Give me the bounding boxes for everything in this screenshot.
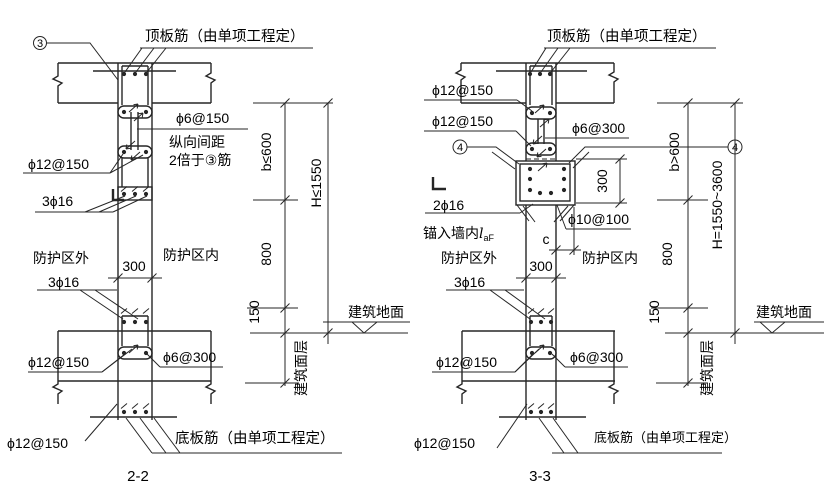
dim-H: H≤1550	[308, 158, 324, 207]
corner-bars-lower-label: 3ϕ16	[48, 274, 79, 290]
wall-tie-label: ϕ6@150	[176, 110, 229, 126]
leader-lines	[23, 42, 342, 454]
section-3-3-dimensions: b>600 H=1550~3600 800 150 建筑面层 建筑地面	[646, 98, 824, 396]
slab-tie-label: ϕ6@300	[570, 349, 623, 365]
break-mark	[607, 331, 620, 404]
bottom-slab-bars	[117, 308, 153, 415]
wall-stirrups	[111, 71, 153, 202]
slab-vertical-bar-label: ϕ12@150	[28, 354, 89, 370]
bottom-slab-label: 底板筋（由单项工程定）	[175, 429, 335, 447]
bottom-vertical-bar-label: ϕ12@150	[414, 435, 475, 451]
leader-lines	[424, 47, 728, 454]
level-triangle-icon	[758, 321, 787, 334]
flange-width-dim	[549, 207, 581, 255]
spacing-note-line2: 2倍于③筋	[169, 152, 231, 168]
bottom-vertical-bar-label: ϕ12@150	[7, 435, 68, 451]
wall-tie-label: ϕ6@300	[572, 120, 625, 136]
bottom-slab-label: 底板筋（由单项工程定）	[594, 430, 737, 445]
break-mark	[204, 63, 217, 103]
dim-800: 800	[659, 242, 675, 266]
wall-width-dim	[516, 273, 566, 283]
ref-bubble-3: 3	[33, 36, 47, 50]
top-slab	[51, 62, 217, 104]
finish-layer-label: 建筑面层	[699, 340, 715, 396]
section-caption: 2-2	[127, 468, 149, 485]
zone-inside-label: 防护区内	[163, 247, 219, 263]
wall-width-value: 300	[529, 258, 553, 274]
top-slab-label: 顶板筋（由单项工程定）	[547, 27, 707, 45]
column-tie-label: ϕ10@100	[568, 211, 629, 227]
level-triangle-icon	[350, 321, 379, 334]
ref3-leader	[46, 42, 119, 81]
bent-bar-symbol	[431, 177, 446, 191]
break-mark	[204, 331, 217, 404]
section-2-2-dimensions: b≤600 H≤1550 800 150 建筑面层 建筑地面	[245, 98, 410, 396]
ref4-left-leader	[467, 146, 520, 165]
bottom-slab-bars	[525, 308, 557, 415]
corner-bars-upper-label: 3ϕ16	[42, 193, 73, 209]
dim-H: H=1550~3600	[709, 160, 725, 249]
wall-vertical-bar-label: ϕ12@150	[28, 156, 89, 172]
wall	[117, 63, 153, 420]
dim-150: 150	[246, 300, 262, 324]
finish-layer-label: 建筑面层	[293, 340, 309, 396]
ground-level-symbol	[323, 321, 410, 334]
ref4-right-leader	[568, 146, 728, 164]
ref-bubble-3-number: 3	[37, 38, 43, 50]
corner-bars-label: 3ϕ16	[454, 274, 485, 290]
wall-stirrups	[525, 71, 557, 160]
section-caption: 3-3	[529, 468, 551, 485]
break-mark	[51, 331, 64, 404]
section-2-2: 3 顶板筋（由单项工程定） ϕ6@150 纵向间距 2倍于③筋 ϕ12@150 …	[7, 27, 342, 485]
zone-outside-label: 防护区外	[33, 250, 89, 266]
slab-tie-label: ϕ6@300	[163, 349, 216, 365]
corner-bar-mark	[111, 189, 124, 202]
zone-outside-label: 防护区外	[441, 250, 497, 266]
bottom-slab	[455, 315, 620, 418]
wall-width-dim	[108, 273, 162, 283]
ground-surface-label: 建筑地面	[348, 304, 404, 320]
bottom-slab	[51, 315, 217, 418]
buttress-column	[431, 160, 576, 223]
wall	[525, 63, 557, 420]
break-mark	[51, 63, 64, 103]
ref-bubble-4-number: 4	[457, 142, 463, 154]
dim-b: b≤600	[258, 132, 274, 171]
break-mark	[454, 63, 467, 103]
ground-surface-label: 建筑地面	[756, 304, 812, 320]
dim-800: 800	[258, 242, 274, 266]
dim-150: 150	[646, 300, 662, 324]
anchor-note: 锚入墙内laF	[423, 225, 494, 243]
break-mark	[607, 63, 620, 103]
wall-width-value: 300	[122, 258, 146, 274]
slab-vertical-bar-label: ϕ12@150	[436, 354, 497, 370]
added-bars-label: 2ϕ16	[433, 197, 464, 213]
top-slab	[454, 62, 620, 104]
column-height-dim	[576, 154, 627, 208]
wall-vertical-bar2-label: ϕ12@150	[432, 113, 493, 129]
zone-inside-label: 防护区内	[582, 250, 638, 266]
ground-level-symbol	[754, 321, 824, 334]
dim-b: b>600	[666, 132, 682, 172]
flange-width-value: c	[543, 231, 550, 247]
wall-vertical-bar1-label: ϕ12@150	[432, 82, 493, 98]
ref-bubble-4-left: 4	[452, 139, 468, 155]
break-mark	[455, 331, 468, 404]
column-height-value: 300	[594, 169, 610, 193]
top-slab-label: 顶板筋（由单项工程定）	[145, 27, 305, 45]
spacing-note-line1: 纵向间距	[169, 134, 225, 150]
section-3-3: 4 4 顶板筋（由单项工程定） ϕ12@150 ϕ12@150 ϕ6@300 3…	[414, 27, 743, 485]
